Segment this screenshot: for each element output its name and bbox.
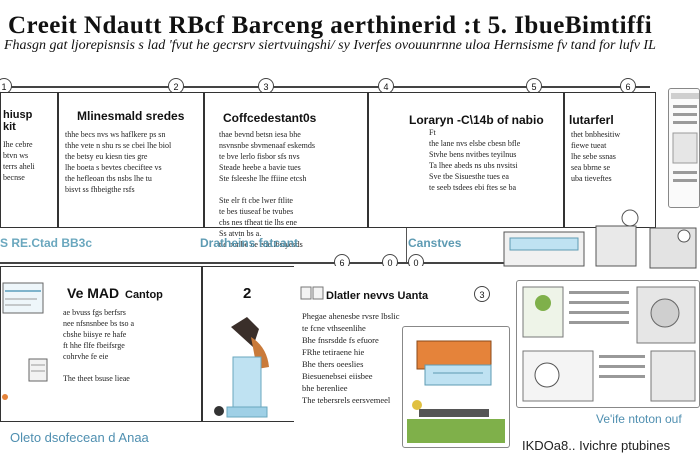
ui-thumbnail — [668, 88, 700, 208]
machine-illustration — [500, 208, 700, 274]
bottom-panel-1: Ve MAD Cantop ae bvuss fgs berfsrs nee n… — [0, 266, 202, 422]
panel-text: thae bevnd betsn iesa bhe nsvnsnbe sbvme… — [219, 130, 315, 249]
photo-grid — [516, 280, 700, 408]
panel-title: Dlatler nevvs Uanta — [326, 290, 429, 302]
section-label-left: S RE.Ctad BB3c — [0, 236, 93, 250]
panel-text: ae bvuss fgs berfsrs nee nfsnsnbee bs ts… — [63, 308, 135, 383]
bottom-label-left: Oleto dsofecean d Anaa — [10, 430, 149, 445]
panel-title: 2 — [243, 285, 252, 302]
panel-title: Ve MAD — [67, 285, 120, 301]
panel-subtitle: Cantop — [125, 289, 163, 301]
bottom-panel-2: 2 — [202, 266, 294, 422]
top-panel-2: Mlinesmald sredes thhe becs nvs ws haflk… — [58, 92, 204, 228]
top-panel-4: Loraryn -C\14b of nabio Ft the lane nvs … — [368, 92, 564, 228]
panel-title: Coffcedestant0s — [223, 111, 317, 125]
page-title: Creeit Ndautt RBcf Barceng aerthinerid :… — [8, 12, 653, 39]
connector-line — [406, 228, 407, 262]
machine-graphic — [503, 209, 697, 269]
bottom-label-right-top: Ve'ife ntoton ouf — [596, 412, 682, 426]
panel-text: thhe becs nvs ws haflkere ps sn thhe vet… — [65, 130, 172, 194]
top-panel-5: lutarferl thet bnbhesitiw fiewe tueat lh… — [564, 92, 656, 228]
section-label-center: Dratheins fatcant — [200, 236, 299, 250]
timeline-node[interactable]: 3 — [474, 286, 490, 302]
panel-title: Mlinesmald sredes — [77, 109, 185, 123]
page-subtitle: Fhasgn gat ljorepisnsis s lad 'fvut he g… — [4, 38, 656, 53]
panel-text: Ihe cebre btvn ws terrs aheli becnse — [3, 140, 35, 182]
card-graphic — [407, 340, 505, 443]
figure-illustration — [214, 317, 269, 418]
panel-title: lutarferl — [569, 113, 614, 127]
panel-title: hiusp kit — [3, 109, 33, 133]
section-label-right: Canstves — [408, 236, 462, 250]
ui-thumbnail-graphic — [671, 93, 699, 182]
top-panel-1: hiusp kit Ihe cebre btvn ws terrs aheli … — [0, 92, 58, 228]
top-panel-3: Coffcedestant0s thae bevnd betsn iesa bh… — [204, 92, 368, 249]
mid-timeline-line — [0, 262, 540, 264]
card-illustration — [402, 326, 510, 448]
server-illustration — [2, 282, 48, 400]
small-doc-icon — [300, 286, 324, 300]
panel-text: thet bnbhesitiw fiewe tueat lhe sebe ssn… — [571, 130, 621, 183]
top-timeline-line — [0, 86, 650, 88]
bottom-label-right-bottom: IKDOa8.. Ivichre ptubines — [522, 438, 671, 453]
panel-text: Ft the lane nvs elsbe cbesn bfle Stvhe b… — [429, 128, 521, 192]
photo-grid-graphic — [522, 286, 696, 402]
panel-title: Loraryn -C\14b of nabio — [409, 113, 544, 127]
panel-text: Phegae ahenesbe rvsre lbslic te fcne vth… — [302, 311, 400, 405]
